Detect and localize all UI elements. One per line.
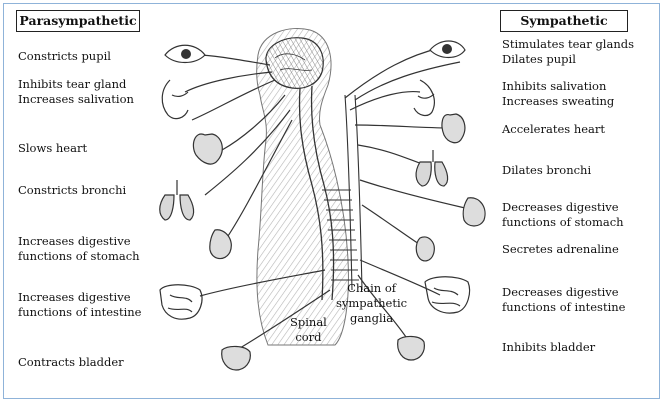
para-bronchi-label: Constricts bronchi xyxy=(18,183,126,198)
right-bladder-icon xyxy=(397,335,425,361)
label-line: functions of stomach xyxy=(18,249,140,263)
label-line: Accelerates heart xyxy=(502,122,606,136)
label-line: ganglia xyxy=(349,311,394,325)
label-line: Constricts bronchi xyxy=(18,183,127,197)
right-stomach-icon xyxy=(462,197,486,227)
spinal-cord xyxy=(298,85,335,301)
label-line: functions of stomach xyxy=(502,215,624,229)
label-line: Stimulates tear glands xyxy=(502,37,635,51)
sympathetic-chain xyxy=(322,94,363,291)
right-face-icon xyxy=(413,79,435,117)
left-bladder-icon xyxy=(221,345,251,371)
parasympathetic-nerves xyxy=(184,54,331,349)
label-line: Increases digestive xyxy=(18,234,131,248)
left-eye-icon xyxy=(164,44,206,64)
label-line: cord xyxy=(295,330,322,344)
right-heart-icon xyxy=(441,113,466,144)
label-line: Dilates pupil xyxy=(502,52,576,66)
label-line: Spinal xyxy=(290,315,327,329)
label-line: Inhibits tear gland xyxy=(18,77,127,91)
label-line: Increases salivation xyxy=(18,92,134,106)
figure-frame xyxy=(3,3,660,399)
parasympathetic-header: Parasympathetic xyxy=(16,10,140,32)
symp-bronchi-label: Dilates bronchi xyxy=(502,163,591,178)
body-outline xyxy=(256,27,349,346)
left-lungs-icon xyxy=(159,180,195,221)
para-bladder-label: Contracts bladder xyxy=(18,355,124,370)
label-line: Contracts bladder xyxy=(18,355,124,369)
right-adrenal-icon xyxy=(415,236,435,262)
symp-heart-label: Accelerates heart xyxy=(502,122,605,137)
left-intestine-icon xyxy=(159,284,203,320)
brain xyxy=(265,37,324,89)
label-line: Chain of xyxy=(347,281,397,295)
label-line: Dilates bronchi xyxy=(502,163,592,177)
sympathetic-header: Sympathetic xyxy=(500,10,628,32)
left-stomach-icon xyxy=(209,229,232,260)
label-line: functions of intestine xyxy=(502,300,626,314)
label-line: Decreases digestive xyxy=(502,285,619,299)
left-face-icon xyxy=(161,79,189,120)
symp-adrenal-label: Secretes adrenaline xyxy=(502,242,619,257)
right-eye-icon xyxy=(429,40,466,59)
label-line: Constricts pupil xyxy=(18,49,111,63)
label-line: Decreases digestive xyxy=(502,200,619,214)
left-heart-icon xyxy=(192,133,223,165)
right-lungs-icon xyxy=(415,150,449,187)
right-intestine-icon xyxy=(424,276,471,314)
label-line: Secretes adrenaline xyxy=(502,242,619,256)
label-line: sympathetic xyxy=(336,296,408,310)
label-line: functions of intestine xyxy=(18,305,142,319)
label-line: Inhibits salivation xyxy=(502,79,607,93)
para-heart-label: Slows heart xyxy=(18,141,87,156)
symp-bladder-label: Inhibits bladder xyxy=(502,340,595,355)
label-line: Increases digestive xyxy=(18,290,131,304)
label-line: Increases sweating xyxy=(502,94,615,108)
label-line: Slows heart xyxy=(18,141,88,155)
label-line: Inhibits bladder xyxy=(502,340,596,354)
para-pupil-label: Constricts pupil xyxy=(18,49,111,64)
